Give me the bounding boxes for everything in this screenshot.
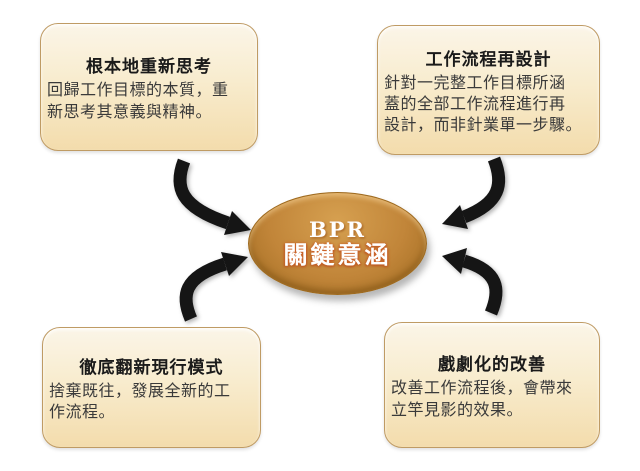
arrow-bottom-left-icon xyxy=(179,252,248,322)
box-dramatic-improve: 戲劇化的改善 改善工作流程後，會帶來 立竿見影的效果。 xyxy=(384,322,600,448)
box-renovate-body: 捨棄既往，發展全新的工 作流程。 xyxy=(49,380,231,421)
center-ellipse-line1: BPR xyxy=(309,216,366,242)
box-rethink: 根本地重新思考 回歸工作目標的本質，重 新思考其意義與精神。 xyxy=(40,23,258,151)
arrow-top-right-icon xyxy=(442,156,506,229)
box-rethink-title: 根本地重新思考 xyxy=(86,57,212,78)
box-renovate-title: 徹底翻新現行模式 xyxy=(79,357,224,378)
box-dramatic-improve-body: 改善工作流程後，會帶來 立竿見影的效果。 xyxy=(391,378,573,419)
box-rethink-body: 回歸工作目標的本質，重 新思考其意義與精神。 xyxy=(47,80,229,121)
box-redesign: 工作流程再設計 針對一完整工作目標所涵 蓋的全部工作流程進行再 設計，而非針業單… xyxy=(377,25,600,155)
arrow-bottom-right-icon xyxy=(442,248,503,316)
center-ellipse-line2: 關鍵意涵 xyxy=(283,239,392,269)
arrow-top-left-icon xyxy=(173,158,251,235)
center-ellipse-bpr: BPR 關鍵意涵 xyxy=(248,192,427,295)
box-dramatic-improve-title: 戲劇化的改善 xyxy=(438,355,546,376)
box-redesign-body: 針對一完整工作目標所涵 蓋的全部工作流程進行再 設計，而非針業單一步驟。 xyxy=(384,72,583,135)
box-redesign-title: 工作流程再設計 xyxy=(425,49,552,70)
box-renovate: 徹底翻新現行模式 捨棄既往，發展全新的工 作流程。 xyxy=(42,327,261,448)
